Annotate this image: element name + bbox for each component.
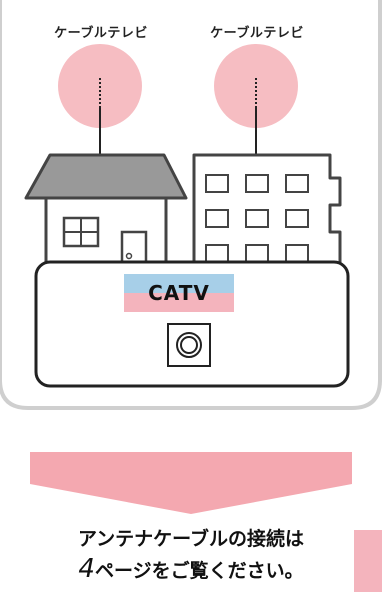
building-icon <box>192 153 342 268</box>
catv-band-blue <box>124 274 234 293</box>
catv-label: CATV <box>148 281 210 305</box>
footer-line2: 4ページをご覧ください。 <box>0 554 382 586</box>
page-number: 4 <box>78 554 95 584</box>
footer-line1: アンテナケーブルの接続は <box>77 528 305 550</box>
house-icon <box>24 153 188 270</box>
down-arrow-icon <box>30 452 352 514</box>
side-tab <box>354 530 382 592</box>
building-label: ケーブルテレビ <box>210 26 304 41</box>
catv-band-pink <box>124 293 234 312</box>
coax-connector-icon <box>167 323 211 367</box>
house-label: ケーブルテレビ <box>54 26 148 41</box>
footer-line2-text: ページをご覧ください。 <box>94 560 304 582</box>
footer-text: アンテナケーブルの接続は 4ページをご覧ください。 <box>0 524 382 586</box>
background-frame <box>0 0 382 410</box>
